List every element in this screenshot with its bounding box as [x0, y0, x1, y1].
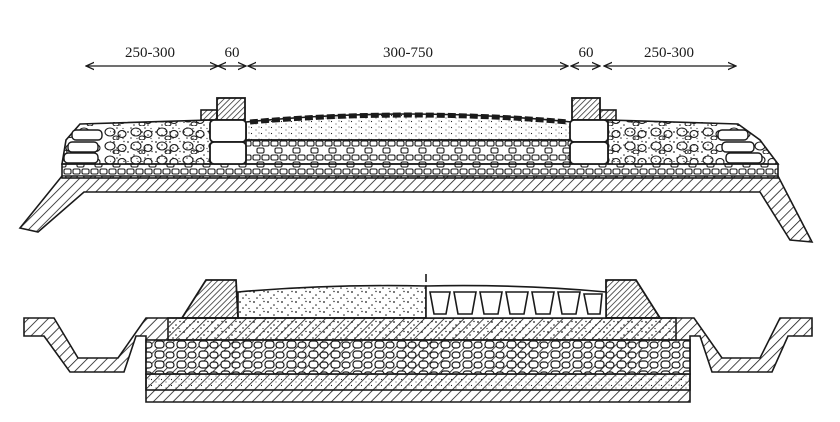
upper-right-verge-fill [612, 122, 712, 162]
upper-right-kerb-block-2 [569, 141, 609, 165]
upper-right-kerb-cap [571, 97, 601, 121]
dimension-lines: 250-300 60 300-750 60 250-300 [86, 45, 736, 66]
upper-left-kerb-block-1 [209, 119, 247, 143]
lower-sett-surface [425, 284, 607, 319]
lower-stone-base [145, 339, 691, 375]
dimension-label-carriageway: 300-750 [383, 45, 433, 61]
upper-left-edge-stones [63, 129, 103, 164]
upper-carriageway-base [245, 139, 573, 165]
lower-gravel-subbase [167, 317, 677, 341]
dimension-label-right-kerb: 60 [579, 45, 594, 61]
lower-cross-section [23, 274, 813, 403]
upper-carriageway-stone-row [249, 112, 569, 125]
dimension-label-left-verge: 250-300 [125, 45, 175, 61]
upper-embankment-ground [18, 175, 814, 243]
upper-left-kerb-block-2 [209, 141, 247, 165]
lower-left-kerb [180, 279, 239, 319]
upper-cross-section [18, 97, 814, 243]
lower-sand-layer [145, 373, 691, 391]
upper-left-verge-fill [110, 122, 210, 162]
upper-right-kerb-block-1 [569, 119, 609, 143]
upper-left-kerb-step [200, 109, 218, 121]
dimension-label-left-kerb: 60 [225, 45, 240, 61]
upper-left-kerb-cap [216, 97, 246, 121]
lower-right-kerb [605, 279, 662, 319]
dimension-label-right-verge: 250-300 [644, 45, 694, 61]
upper-right-kerb-step [599, 109, 617, 121]
upper-foundation-course [61, 163, 779, 179]
lower-gravel-surface [237, 284, 427, 319]
upper-right-edge-stones [717, 129, 763, 164]
